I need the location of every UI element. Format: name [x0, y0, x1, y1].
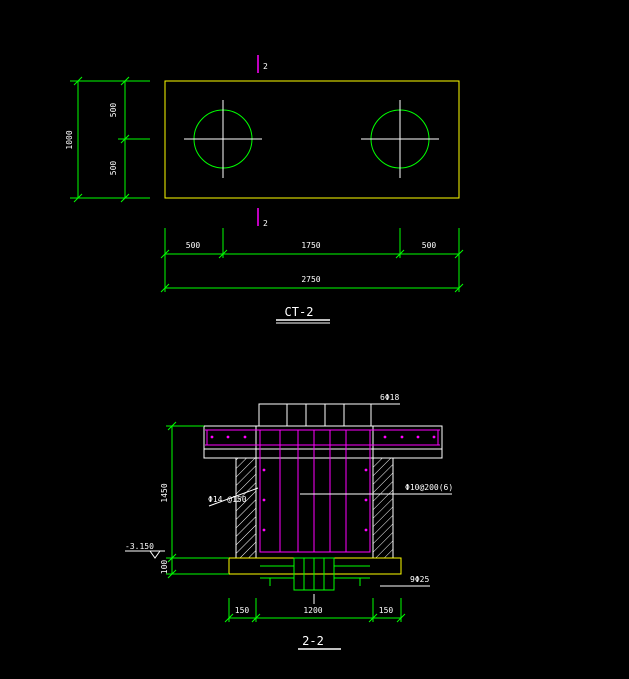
- section-vertical-dimensions: [166, 421, 229, 579]
- dim-height-upper: 500: [109, 103, 118, 118]
- cap-slab: [203, 425, 443, 459]
- section-horizontal-dimensions: [224, 598, 406, 623]
- plan-vertical-dimensions: [70, 76, 150, 203]
- elevation-label: -3.150: [125, 542, 154, 551]
- pile-right: [361, 100, 439, 178]
- section-dim-base: 100: [160, 560, 169, 575]
- plan-horizontal-dimensions: [160, 228, 464, 293]
- wall-right-hatch: [372, 457, 394, 559]
- rebar-stirrup-label: Φ14 @150: [208, 495, 247, 504]
- dim-width-right: 500: [422, 241, 437, 250]
- dim-width-left: 500: [186, 241, 201, 250]
- section-dim-height: 1450: [160, 483, 169, 502]
- pile-left: [184, 100, 262, 178]
- elevation-marker: [125, 550, 165, 559]
- dim-width-total: 2750: [301, 275, 320, 284]
- section-dim-width-right: 150: [379, 606, 394, 615]
- column-stub: [258, 403, 372, 427]
- base-footing: [228, 557, 402, 575]
- section-mark-top-label: 2: [263, 62, 268, 71]
- wall-left-hatch: [235, 457, 257, 559]
- section-dim-width-left: 150: [235, 606, 250, 615]
- section-mark-bottom-label: 2: [263, 219, 268, 228]
- leader-stirrup: [208, 487, 259, 507]
- rebar-top-label: 6Φ18: [380, 393, 399, 402]
- rebar-cage: [205, 429, 440, 553]
- rebar-dots: [210, 435, 436, 532]
- dim-height-lower: 500: [109, 161, 118, 176]
- pile-cap-plan: 2 2 1000 500 5: [65, 55, 464, 324]
- rebar-vertical-label: Φ10@200(6): [405, 483, 453, 492]
- section-dim-width-middle: 1200: [303, 606, 322, 615]
- pile-cap-outline: [164, 80, 460, 199]
- bottom-pile: [260, 557, 370, 591]
- rebar-bottom-label: 9Φ25: [410, 575, 429, 584]
- section-2-2: 6Φ18 Φ10@200(6) Φ14 @150 9Φ25 1450 100 -…: [125, 393, 453, 650]
- plan-title: CT-2: [285, 305, 314, 319]
- dim-height-total: 1000: [65, 130, 74, 149]
- dim-width-middle: 1750: [301, 241, 320, 250]
- section-title: 2-2: [302, 634, 324, 648]
